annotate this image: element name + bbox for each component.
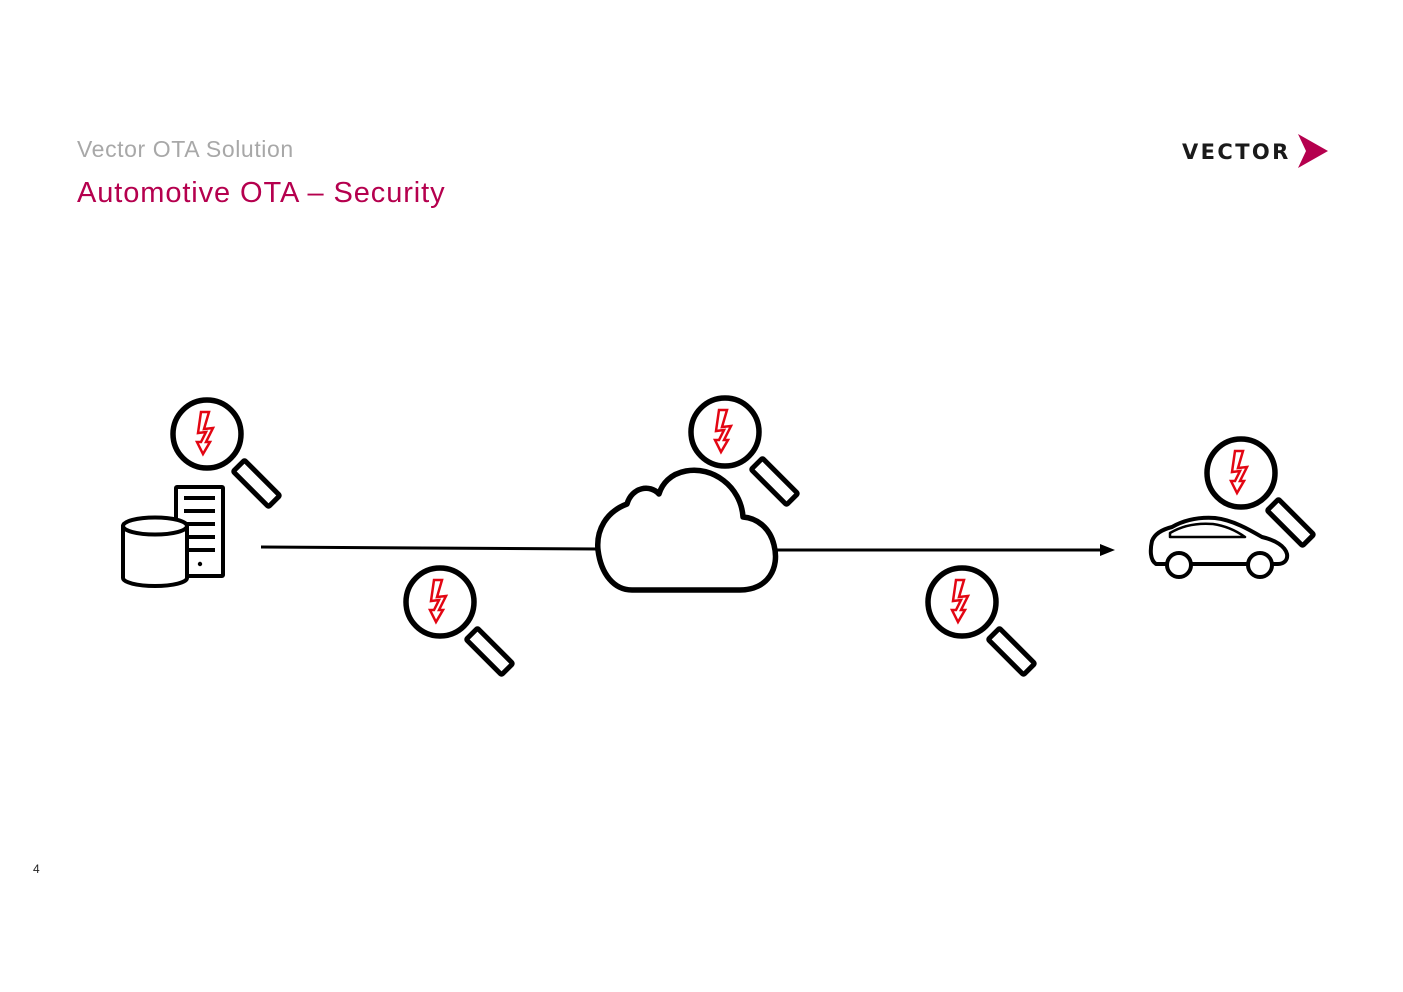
slide-subtitle: Vector OTA Solution (77, 136, 294, 162)
slide-title: Automotive OTA – Security (77, 177, 446, 209)
magnifier-lightning-icon (406, 568, 513, 675)
page-number: 4 (33, 862, 40, 876)
vector-logo: VECTOR (1182, 132, 1332, 172)
cloud-icon (595, 467, 779, 593)
logo-text: VECTOR (1182, 140, 1291, 164)
link-backend-cloud (260, 545, 601, 551)
server-database-icon (121, 485, 225, 588)
arrow-head (1100, 544, 1115, 556)
chevron-right-icon (1298, 134, 1328, 168)
magnifier-lightning-icon (928, 568, 1035, 675)
car-icon (1148, 515, 1290, 579)
